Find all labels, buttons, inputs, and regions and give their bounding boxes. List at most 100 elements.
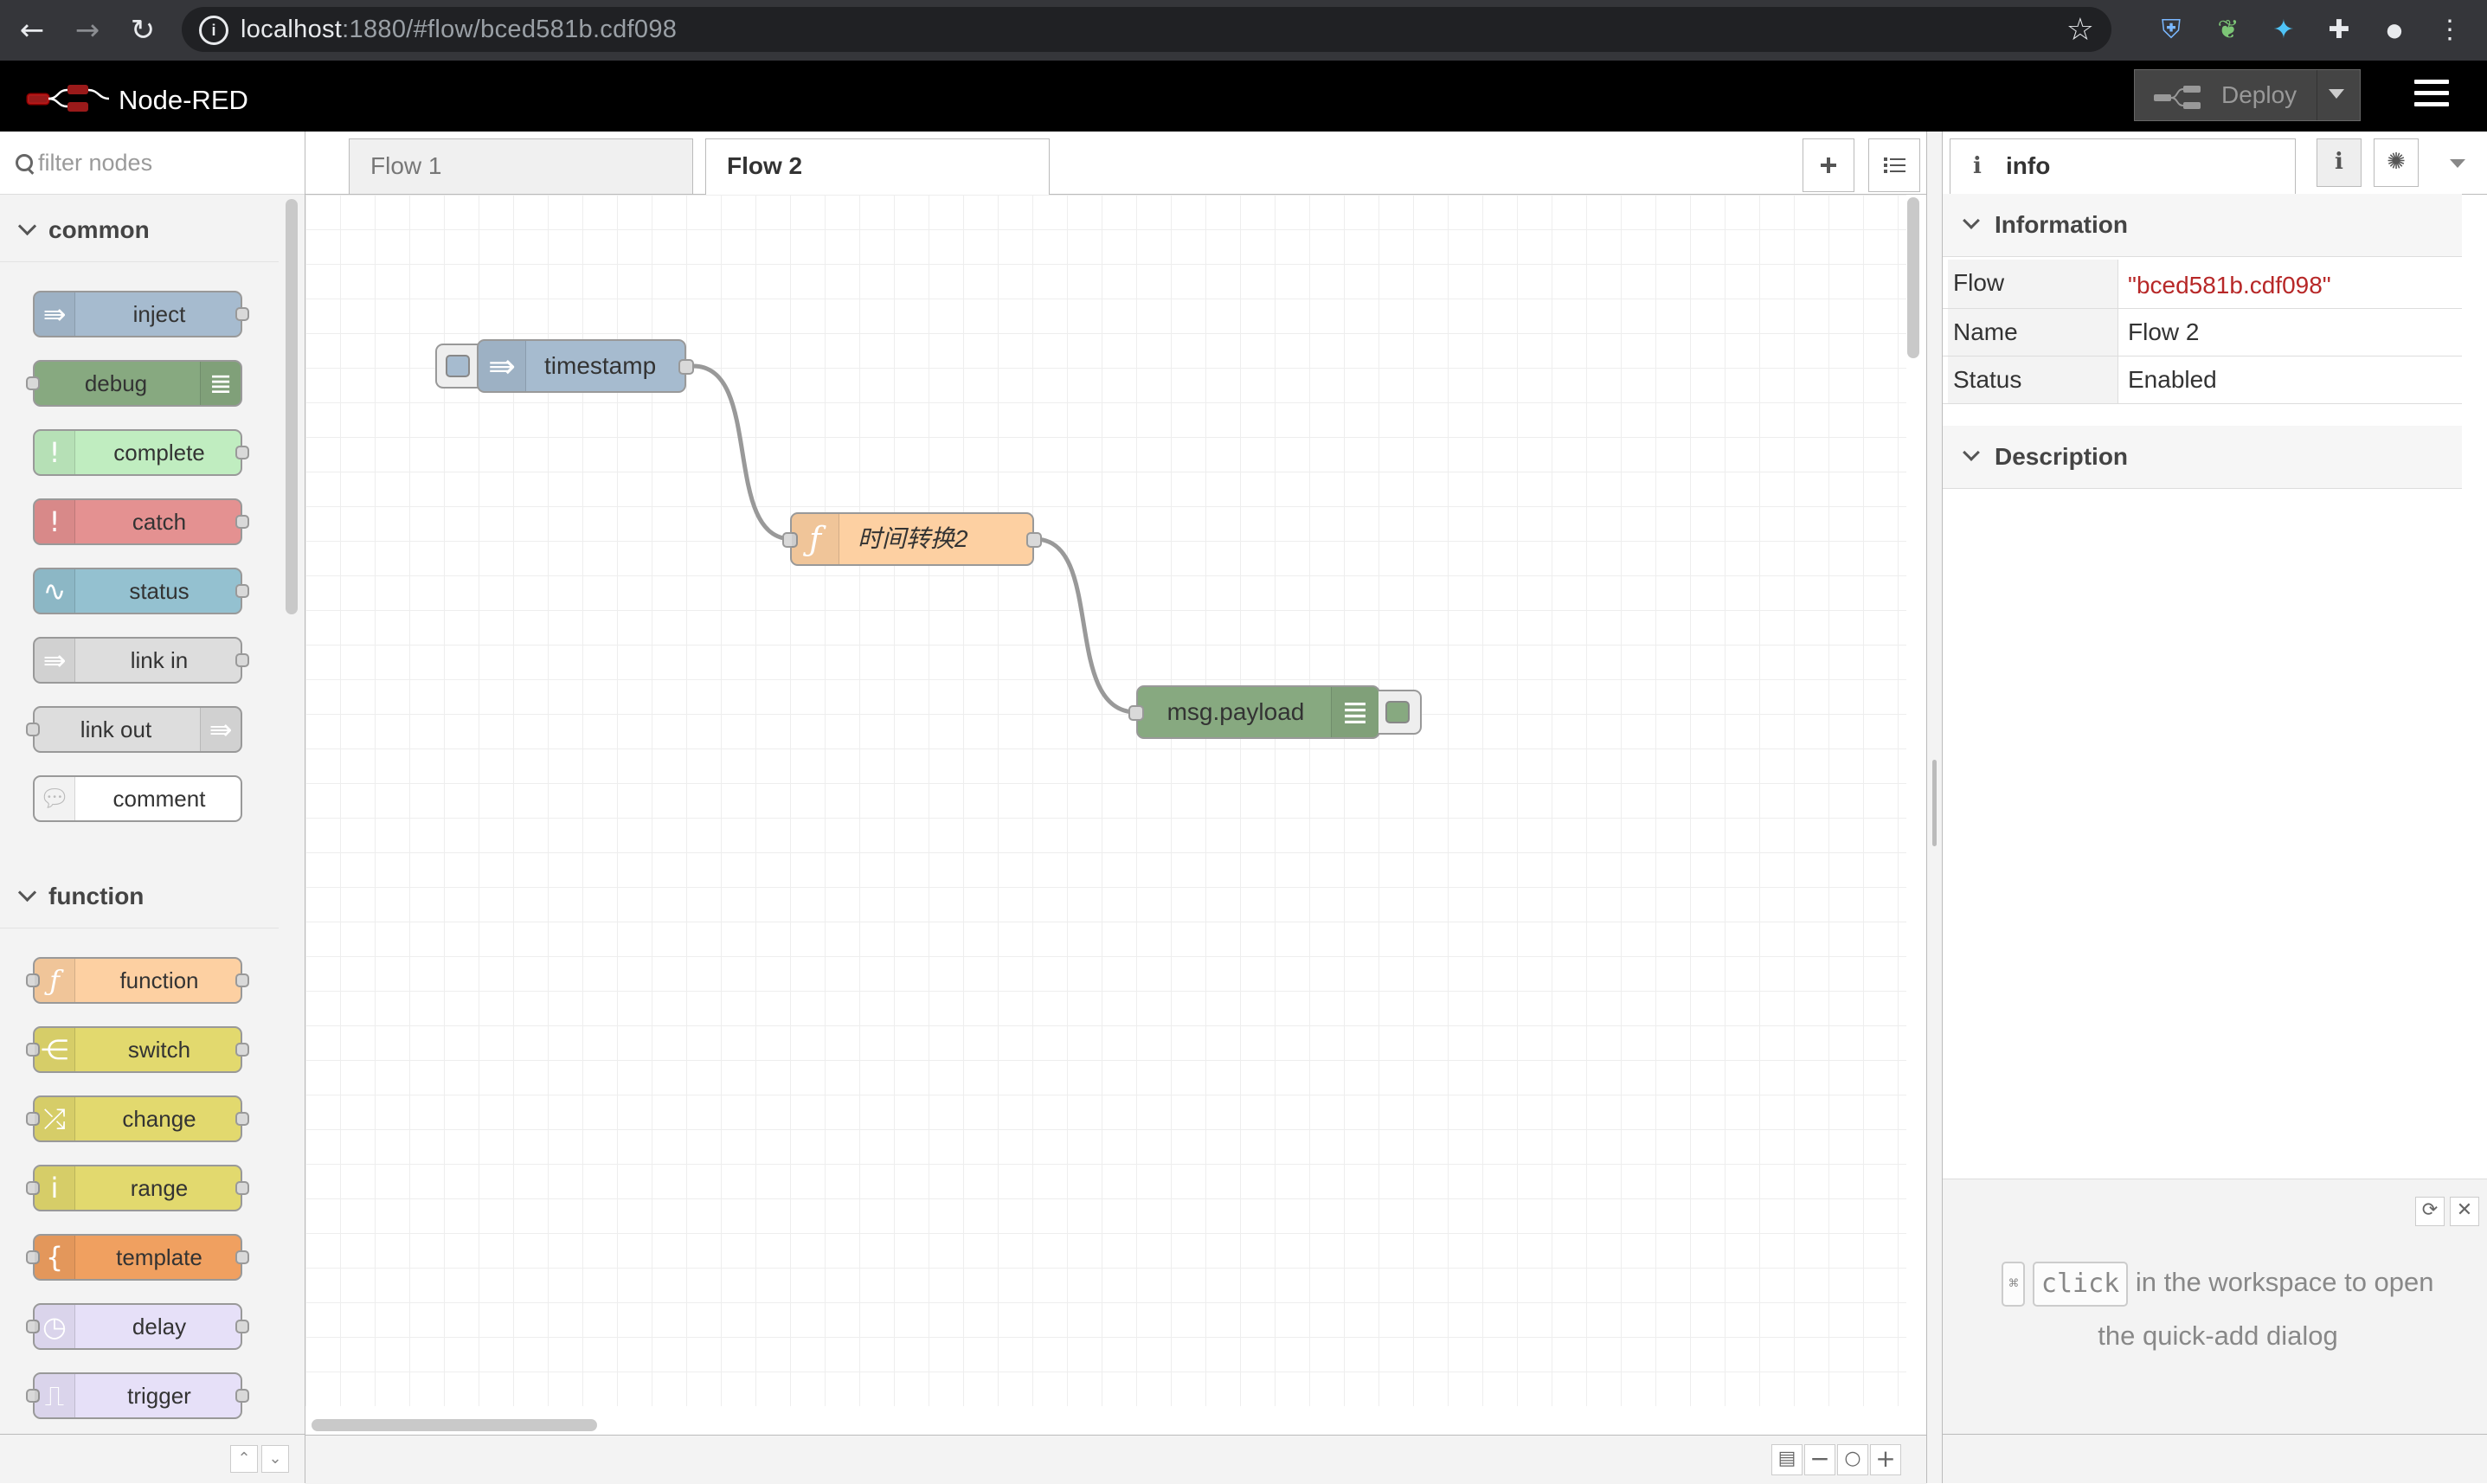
quick-add-tip: ⌘ click in the workspace to open the qui… xyxy=(1976,1256,2460,1363)
collapse-all-icon[interactable]: ⌃ xyxy=(230,1445,258,1473)
app-header: Node-RED Deploy xyxy=(0,61,2487,133)
range-icon: ⅰ xyxy=(35,1166,75,1210)
input-port xyxy=(26,973,40,987)
palette-node-function[interactable]: ƒ function xyxy=(26,957,249,1004)
navigator-map-icon[interactable]: ▤ xyxy=(1771,1444,1803,1475)
output-port xyxy=(235,1112,249,1126)
forward-icon[interactable]: → xyxy=(74,13,100,48)
reload-icon[interactable]: ↻ xyxy=(130,13,156,48)
chevron-down-icon xyxy=(1963,212,1980,229)
property-row-status: Status Enabled xyxy=(1943,357,2462,404)
plus-icon xyxy=(1821,157,1836,173)
input-port[interactable] xyxy=(782,532,798,548)
palette-node-delay[interactable]: ◷ delay xyxy=(26,1303,249,1350)
sidebar-tab-info[interactable]: i info xyxy=(1950,138,2296,195)
palette-category-common[interactable]: common xyxy=(0,199,279,262)
heartbeat-icon: ∿ xyxy=(35,569,75,613)
palette-node-switch[interactable]: ⋲ switch xyxy=(26,1026,249,1073)
add-flow-button[interactable] xyxy=(1803,138,1854,192)
bookmark-star-icon[interactable]: ☆ xyxy=(2066,11,2094,47)
palette-node-template[interactable]: { template xyxy=(26,1234,249,1281)
expand-all-icon[interactable]: ⌄ xyxy=(261,1445,289,1473)
deploy-button[interactable]: Deploy xyxy=(2134,69,2361,121)
output-port[interactable] xyxy=(678,359,694,375)
refresh-tip-icon[interactable]: ⟳ xyxy=(2415,1197,2445,1226)
palette-node-debug[interactable]: debug ≣ xyxy=(26,360,242,407)
sidebar-footer xyxy=(1943,1434,2487,1483)
url-text[interactable]: localhost:1880/#flow/bced581b.cdf098 xyxy=(241,16,678,43)
palette-scrollbar[interactable] xyxy=(286,199,298,614)
palette-node-range[interactable]: ⅰ range xyxy=(26,1165,249,1211)
input-port xyxy=(26,1250,40,1264)
flow-node-timestamp[interactable]: ⇛ timestamp xyxy=(477,339,694,393)
sidebar: i info i ✺ Information Flow "bced581b.cd… xyxy=(1942,132,2487,1483)
workspace-horizontal-scrollbar[interactable] xyxy=(312,1419,597,1431)
debug-list-icon: ≣ xyxy=(200,362,241,405)
palette-node-change[interactable]: ⤮ change xyxy=(26,1095,249,1142)
tab-flow-1[interactable]: Flow 1 xyxy=(349,138,693,194)
extension-shield-icon[interactable]: ⛨ xyxy=(2161,16,2182,44)
palette-node-trigger[interactable]: ⎍ trigger xyxy=(26,1372,249,1419)
flow-node-msg-payload[interactable]: msg.payload ≣ xyxy=(1128,685,1380,739)
inject-arrow-icon: ⇛ xyxy=(479,341,526,391)
site-info-icon[interactable]: i xyxy=(199,16,228,45)
info-tab-button[interactable]: i xyxy=(2317,138,2362,187)
flow-name-value: Flow 2 xyxy=(2128,318,2200,345)
deploy-dropdown-caret-icon[interactable] xyxy=(2329,89,2344,99)
debug-toggle-button[interactable] xyxy=(1378,690,1422,735)
exclamation-icon: ! xyxy=(35,500,75,543)
chevron-down-icon xyxy=(17,883,37,903)
node-palette: common ⇛ inject debug ≣ ! complete ! cat… xyxy=(0,132,305,1483)
sidebar-splitter[interactable] xyxy=(1926,132,1943,1483)
palette-node-link-out[interactable]: link out ⇛ xyxy=(26,706,242,753)
change-shuffle-icon: ⤮ xyxy=(35,1097,75,1140)
main-menu-hamburger-icon[interactable] xyxy=(2414,80,2449,109)
output-port xyxy=(235,446,249,459)
flow-canvas[interactable]: ⇛ timestamp ƒ 时间转换2 msg.payload ≣ xyxy=(305,195,1906,1406)
click-key: click xyxy=(2032,1261,2129,1307)
palette-node-inject[interactable]: ⇛ inject xyxy=(33,291,249,337)
delay-clock-icon: ◷ xyxy=(35,1305,75,1348)
palette-node-comment[interactable]: 💬︎ comment xyxy=(33,775,242,822)
exclamation-icon: ! xyxy=(35,431,75,474)
zoom-reset-icon[interactable]: ○ xyxy=(1837,1444,1868,1475)
extensions-puzzle-icon[interactable]: ✚ xyxy=(2328,16,2350,44)
output-port xyxy=(235,973,249,987)
extension-puzzle-color-icon[interactable]: ✦ xyxy=(2272,16,2295,44)
close-icon[interactable]: ✕ xyxy=(2450,1197,2479,1226)
template-brace-icon: { xyxy=(35,1236,75,1279)
palette-node-status[interactable]: ∿ status xyxy=(33,568,249,614)
input-port[interactable] xyxy=(1128,705,1144,721)
output-port xyxy=(235,515,249,529)
tips-panel: ⟳ ✕ ⌘ click in the workspace to open the… xyxy=(1943,1179,2487,1439)
address-bar[interactable]: i localhost:1880/#flow/bced581b.cdf098 ☆ xyxy=(182,7,2111,52)
back-icon[interactable]: ← xyxy=(19,13,45,48)
workspace-vertical-scrollbar[interactable] xyxy=(1907,197,1919,358)
extension-leaf-icon[interactable]: ❦ xyxy=(2217,16,2240,44)
input-port xyxy=(26,376,40,390)
flow-list-button[interactable] xyxy=(1868,138,1920,192)
filter-nodes-input[interactable] xyxy=(38,144,289,182)
inject-trigger-button[interactable] xyxy=(435,344,479,389)
debug-bug-icon[interactable]: ✺ xyxy=(2374,138,2419,187)
output-port[interactable] xyxy=(1026,532,1042,548)
zoom-out-icon[interactable]: − xyxy=(1804,1444,1835,1475)
profile-avatar-icon[interactable]: ● xyxy=(2384,12,2405,48)
section-description[interactable]: Description xyxy=(1943,426,2462,489)
sidebar-tabs-dropdown-icon[interactable] xyxy=(2450,159,2465,168)
output-port xyxy=(235,584,249,598)
palette-node-catch[interactable]: ! catch xyxy=(33,498,249,545)
section-information[interactable]: Information xyxy=(1943,194,2462,257)
palette-node-link-in[interactable]: ⇛ link in xyxy=(33,637,249,684)
flow-node-function[interactable]: ƒ 时间转换2 xyxy=(782,512,1042,566)
palette-node-complete[interactable]: ! complete xyxy=(33,429,249,476)
output-port xyxy=(235,653,249,667)
zoom-in-icon[interactable]: + xyxy=(1870,1444,1901,1475)
property-row-flow: Flow "bced581b.cdf098" xyxy=(1943,260,2462,309)
browser-menu-icon[interactable]: ⋮ xyxy=(2437,16,2463,44)
chevron-down-icon xyxy=(17,216,37,236)
switch-branch-icon: ⋲ xyxy=(35,1028,75,1071)
output-port xyxy=(235,1043,249,1057)
tab-flow-2[interactable]: Flow 2 xyxy=(705,138,1050,195)
palette-category-function[interactable]: function xyxy=(0,865,279,928)
